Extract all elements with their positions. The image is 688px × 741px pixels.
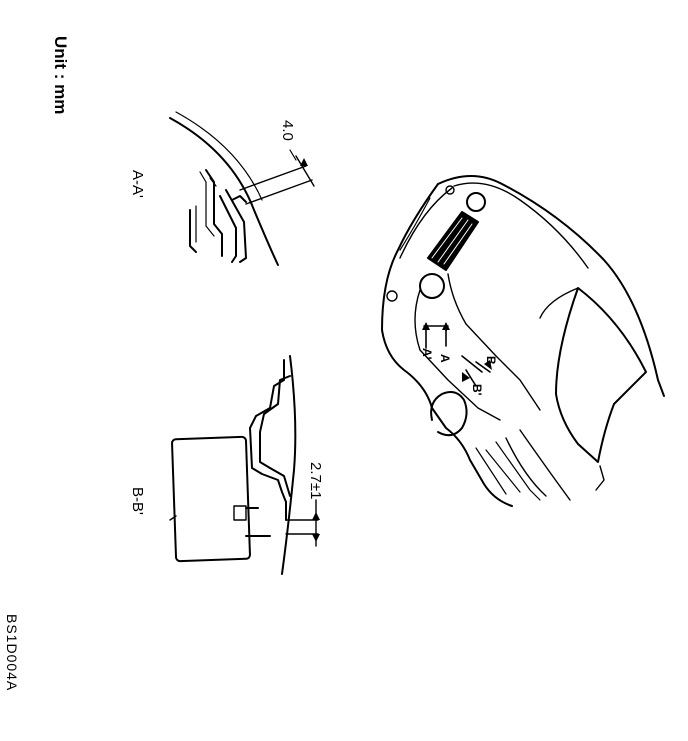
bumper-edge [381,183,513,507]
section-a-outer-panel [169,117,279,266]
dimension-b-label: 2.7±1 [307,462,324,500]
section-b-drawing [169,355,319,575]
car-label-b-prime: B' [470,384,484,396]
car-label-a: A [438,354,452,363]
dimension-a-label: 4.0 [279,120,296,141]
section-b-block [171,435,251,563]
arrow-b-prime-icon [462,372,470,382]
section-arrows [300,158,492,542]
section-a-flange [225,189,247,263]
car-label-b: B [484,356,498,365]
unit-label: Unit : mm [51,36,70,115]
wheel-arch [430,391,468,437]
figure-code: BS1D004A [4,614,20,692]
section-a-drawing [169,111,315,266]
section-b-outer-panel [281,355,297,575]
arrow-a-icon [442,322,450,330]
windshield [555,287,647,463]
fog-lamp-icon [419,273,445,299]
car-label-a-prime: A' [420,348,434,360]
arrow-b-icon [484,360,492,370]
arrow-a-prime-icon [422,322,430,330]
car-body-drawing [381,175,665,507]
hood-top-edge [437,175,665,397]
section-a-title: A-A' [129,170,146,198]
section-b-title: B-B' [129,487,146,515]
